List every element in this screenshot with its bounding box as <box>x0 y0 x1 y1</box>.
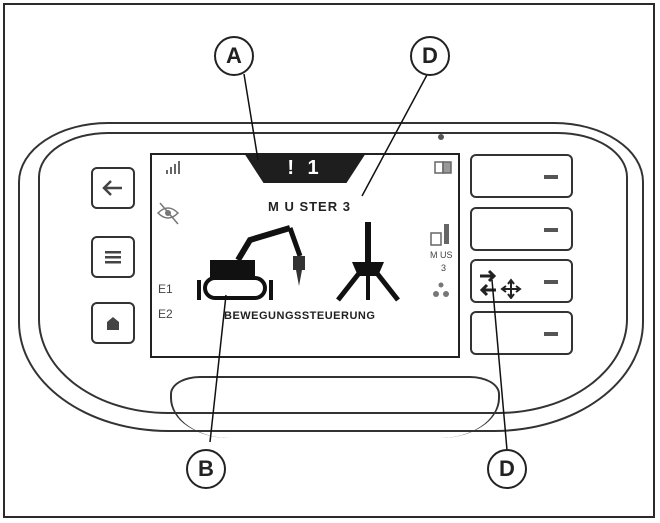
back-button[interactable] <box>91 167 135 209</box>
crossed-eye-icon <box>156 202 180 225</box>
leader-line-a <box>243 73 259 161</box>
softkey-4-button[interactable] <box>470 311 573 355</box>
signal-icon <box>166 161 180 174</box>
status-tab-label: ! 1 <box>287 156 323 179</box>
drops-icon <box>433 282 449 297</box>
dash-icon <box>544 228 558 232</box>
callout-b: B <box>186 449 226 489</box>
status-tab: ! 1 <box>244 153 366 183</box>
screen-caption: BEWEGUNGSSTEUERUNG <box>224 310 376 322</box>
outrigger-icon <box>336 222 400 302</box>
menu-button[interactable] <box>91 236 135 278</box>
home-icon <box>107 317 119 330</box>
callout-d-bottom-label: D <box>499 456 515 481</box>
home-button[interactable] <box>91 302 135 344</box>
callout-d-bottom: D <box>487 449 527 489</box>
leader-line-b <box>209 294 227 443</box>
menu-icon <box>105 251 121 264</box>
screen-title: M U STER 3 <box>268 199 351 214</box>
mus-label: M US <box>430 250 453 260</box>
e2-label: E2 <box>158 307 173 321</box>
softkey-1-button[interactable] <box>470 154 573 198</box>
callout-a: A <box>214 36 254 76</box>
callout-d-top-label: D <box>422 43 438 68</box>
display-screen <box>150 153 460 358</box>
callout-a-label: A <box>226 43 242 68</box>
indicator-dot <box>438 134 444 140</box>
dash-icon <box>544 332 558 336</box>
machine-icon <box>197 225 305 300</box>
mus-number: 3 <box>441 263 447 273</box>
callout-d-top: D <box>410 36 450 76</box>
leader-line-d-top <box>361 72 429 197</box>
callout-b-label: B <box>198 456 214 481</box>
softkey-2-button[interactable] <box>470 207 573 251</box>
e1-label: E1 <box>158 282 173 296</box>
dash-icon <box>544 280 558 284</box>
bucket-icon <box>430 224 449 246</box>
move-arrows-icon <box>479 269 522 299</box>
figure-frame <box>3 3 655 518</box>
back-arrow-icon <box>102 180 122 196</box>
leader-line-d-bottom <box>491 279 508 451</box>
book-icon <box>434 161 452 174</box>
softkey-3-button[interactable] <box>470 259 573 303</box>
device-bezel-inner <box>38 132 628 414</box>
dash-icon <box>544 175 558 179</box>
